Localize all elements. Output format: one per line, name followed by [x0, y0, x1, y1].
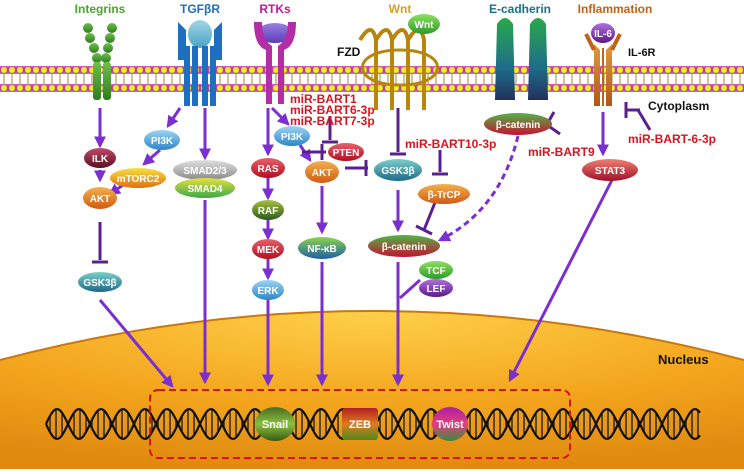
tf-twist: Twist: [432, 407, 468, 441]
svg-text:GSK3β: GSK3β: [381, 166, 414, 177]
node-mtorc2: mTORC2: [110, 168, 166, 188]
header-rtks: RTKs: [259, 2, 291, 16]
node-erk: ERK: [252, 280, 284, 300]
il6r-receptor: IL-6: [584, 23, 622, 106]
fzd-label: FZD: [337, 45, 361, 59]
svg-text:PTEN: PTEN: [333, 148, 360, 159]
wnt-ligand-label: Wnt: [415, 20, 435, 31]
mirna-bart6-inflammation: miR-BART-6-3p: [628, 132, 716, 146]
svg-text:β-catenin: β-catenin: [496, 120, 540, 131]
node-gsk-left: GSK3β: [78, 272, 122, 292]
svg-text:ZEB: ZEB: [349, 419, 371, 431]
cytoplasm-label: Cytoplasm: [648, 99, 709, 113]
mirna-bart1: miR-BART1: [290, 92, 357, 106]
activation-arrows: [94, 106, 614, 388]
il6-label: IL-6: [594, 29, 612, 40]
svg-text:Twist: Twist: [436, 419, 464, 431]
tf-snail: Snail: [255, 407, 295, 441]
header-inflammation: Inflammation: [578, 2, 653, 16]
mirna-bart7: miR-BART7-3p: [290, 114, 375, 128]
svg-text:β-catenin: β-catenin: [382, 242, 426, 253]
wnt-ligand: [408, 14, 440, 34]
svg-text:β-TrCP: β-TrCP: [428, 190, 461, 201]
svg-text:mTORC2: mTORC2: [117, 174, 160, 185]
transcription-factor-box: [149, 389, 571, 459]
node-bcatenin-mid: β-catenin: [368, 235, 440, 257]
svg-text:TCF: TCF: [426, 266, 445, 277]
node-stat3: STAT3: [582, 159, 638, 181]
node-akt-mid: AKT: [305, 161, 339, 183]
header-wnt: Wnt: [389, 2, 412, 16]
svg-text:PI3K: PI3K: [151, 136, 174, 147]
mirna-bart9: miR-BART9: [528, 145, 595, 159]
node-btrcp: β-TrCP: [418, 184, 470, 204]
node-smad4: SMAD4: [175, 178, 235, 198]
node-ras: RAS: [251, 158, 285, 178]
inhibition-lines: [92, 102, 652, 264]
svg-text:Snail: Snail: [262, 419, 288, 431]
node-pi3k-tgf: PI3K: [144, 130, 180, 150]
svg-text:NF-κB: NF-κB: [307, 244, 336, 255]
svg-text:RAS: RAS: [257, 164, 278, 175]
node-lef: LEF: [419, 279, 453, 297]
svg-text:GSK3β: GSK3β: [83, 278, 116, 289]
node-raf: RAF: [252, 200, 284, 220]
integrin-receptor: [83, 23, 117, 100]
svg-text:RAF: RAF: [258, 206, 279, 217]
node-ilk: ILK: [84, 148, 116, 168]
il6r-label: IL-6R: [628, 47, 656, 59]
mirna-bart10: miR-BART10-3p: [405, 137, 496, 151]
ecadherin-receptor: [495, 18, 548, 100]
node-tcf: TCF: [419, 261, 453, 279]
il6-ligand: [591, 23, 615, 43]
fzd-receptor: Wnt: [358, 14, 440, 110]
node-bcatenin-ecad: β-catenin: [484, 113, 552, 135]
header-integrins: Integrins: [75, 2, 126, 16]
svg-text:STAT3: STAT3: [595, 166, 626, 177]
tgfbr-receptor: [178, 20, 222, 106]
nuclear-envelope: [0, 310, 744, 361]
nucleus-label: Nucleus: [658, 352, 709, 367]
node-pi3k-rtk: PI3K: [274, 126, 310, 146]
svg-text:AKT: AKT: [90, 194, 111, 205]
svg-text:LEF: LEF: [427, 284, 446, 295]
node-nfkb: NF-κB: [298, 237, 346, 259]
mirna-bart6: miR-BART6-3p: [290, 103, 375, 117]
node-pten: PTEN: [328, 143, 364, 161]
svg-text:ILK: ILK: [92, 154, 109, 165]
svg-text:PI3K: PI3K: [281, 132, 304, 143]
svg-text:SMAD2/3: SMAD2/3: [183, 166, 227, 177]
svg-text:MEK: MEK: [257, 245, 280, 256]
svg-text:ERK: ERK: [257, 286, 279, 297]
svg-text:SMAD4: SMAD4: [187, 184, 222, 195]
node-mek: MEK: [252, 239, 284, 259]
tf-zeb: ZEB: [342, 408, 378, 440]
svg-text:AKT: AKT: [312, 168, 333, 179]
header-tgfbr: TGFβR: [180, 2, 220, 16]
rtk-receptor: [254, 22, 296, 104]
node-gsk-mid: GSK3β: [374, 159, 422, 181]
node-akt-left: AKT: [83, 187, 117, 209]
header-ecadherin: E-cadherin: [489, 2, 551, 16]
node-smad23: SMAD2/3: [173, 160, 237, 180]
